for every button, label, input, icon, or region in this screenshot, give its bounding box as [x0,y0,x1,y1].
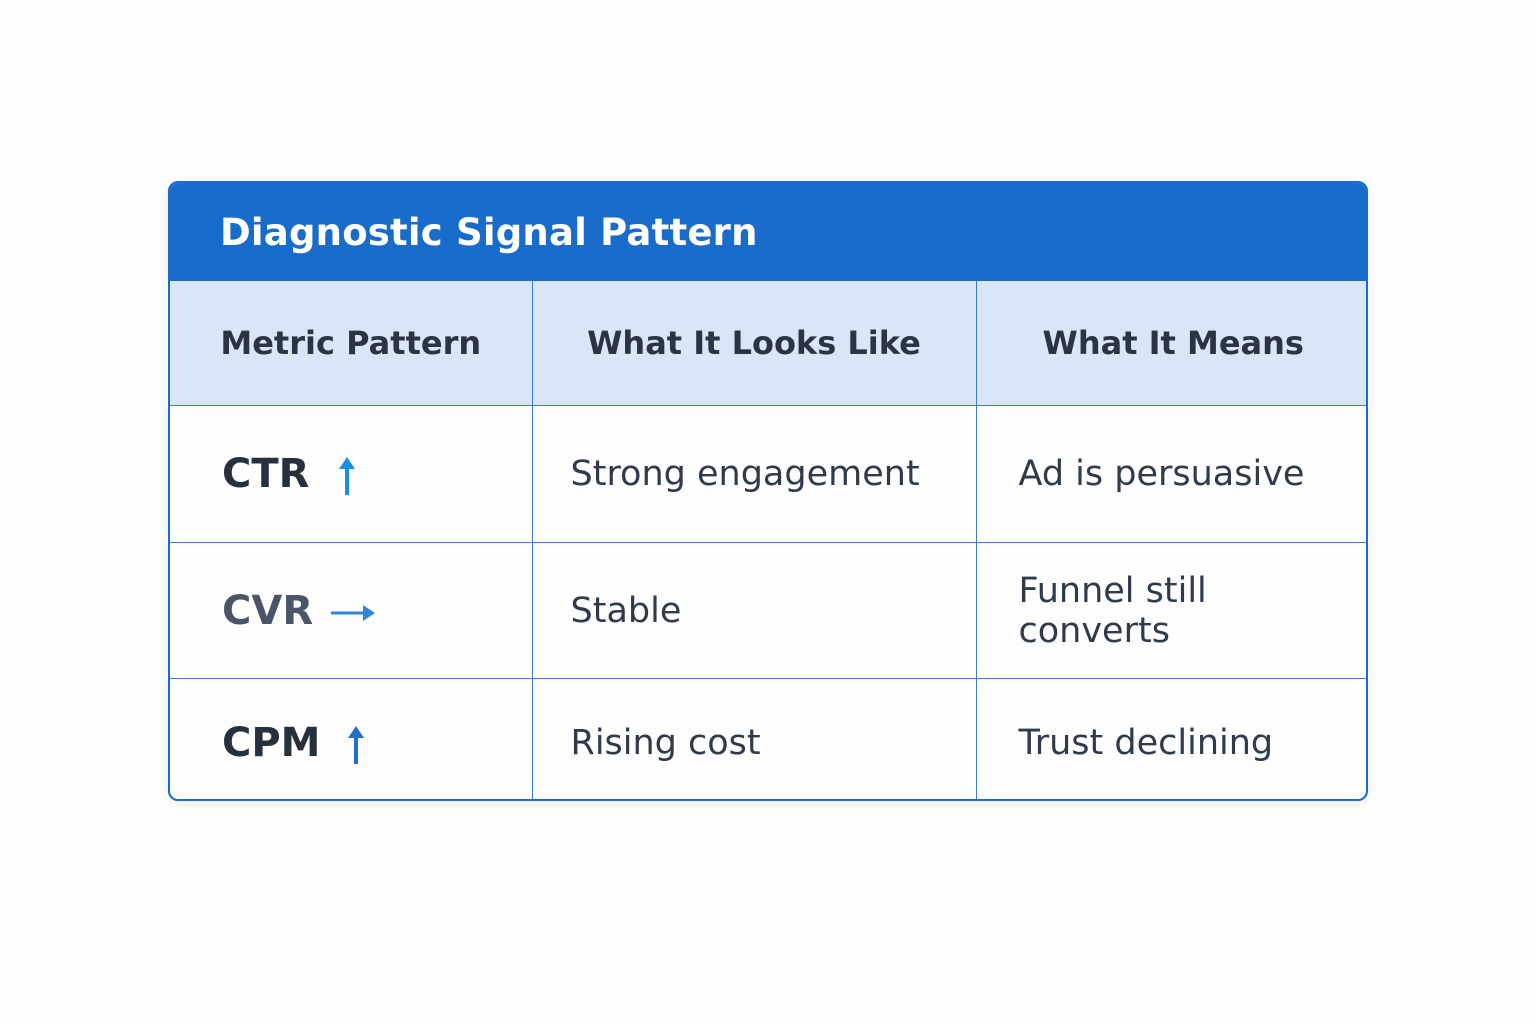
diagnostic-signal-table-card: Diagnostic Signal Pattern Metric Pattern… [168,181,1368,801]
table-row: CPM Rising cost Trust declining [170,678,1366,799]
metric-label: CVR [222,587,314,634]
metric-label: CPM [222,720,321,766]
header-row: Metric Pattern What It Looks Like What I… [170,281,1366,406]
column-header-what-it-looks-like: What It Looks Like [531,281,977,406]
table-row: CVR Stable Funnel still converts [170,542,1366,679]
looks-like-cell: Stable [531,542,977,679]
looks-like-cell: Strong engagement [531,405,977,543]
metric-cell: CVR [170,542,533,679]
means-cell: Funnel still converts [975,542,1366,679]
arrow-up-icon [337,455,357,497]
column-header-metric-pattern: Metric Pattern [170,281,533,406]
signal-pattern-table: Metric Pattern What It Looks Like What I… [170,281,1366,799]
looks-like-cell: Rising cost [531,678,977,799]
table-row: CTR Strong engagement Ad is persuasive [170,405,1366,543]
metric-cell: CTR [170,405,533,543]
table-title: Diagnostic Signal Pattern [170,183,1366,281]
metric-cell: CPM [170,678,533,799]
metric-label: CTR [222,451,310,497]
means-cell: Trust declining [975,678,1366,799]
column-header-what-it-means: What It Means [975,281,1366,406]
means-cell: Ad is persuasive [975,405,1366,543]
arrow-right-icon [329,603,377,623]
arrow-up-icon [346,724,366,766]
